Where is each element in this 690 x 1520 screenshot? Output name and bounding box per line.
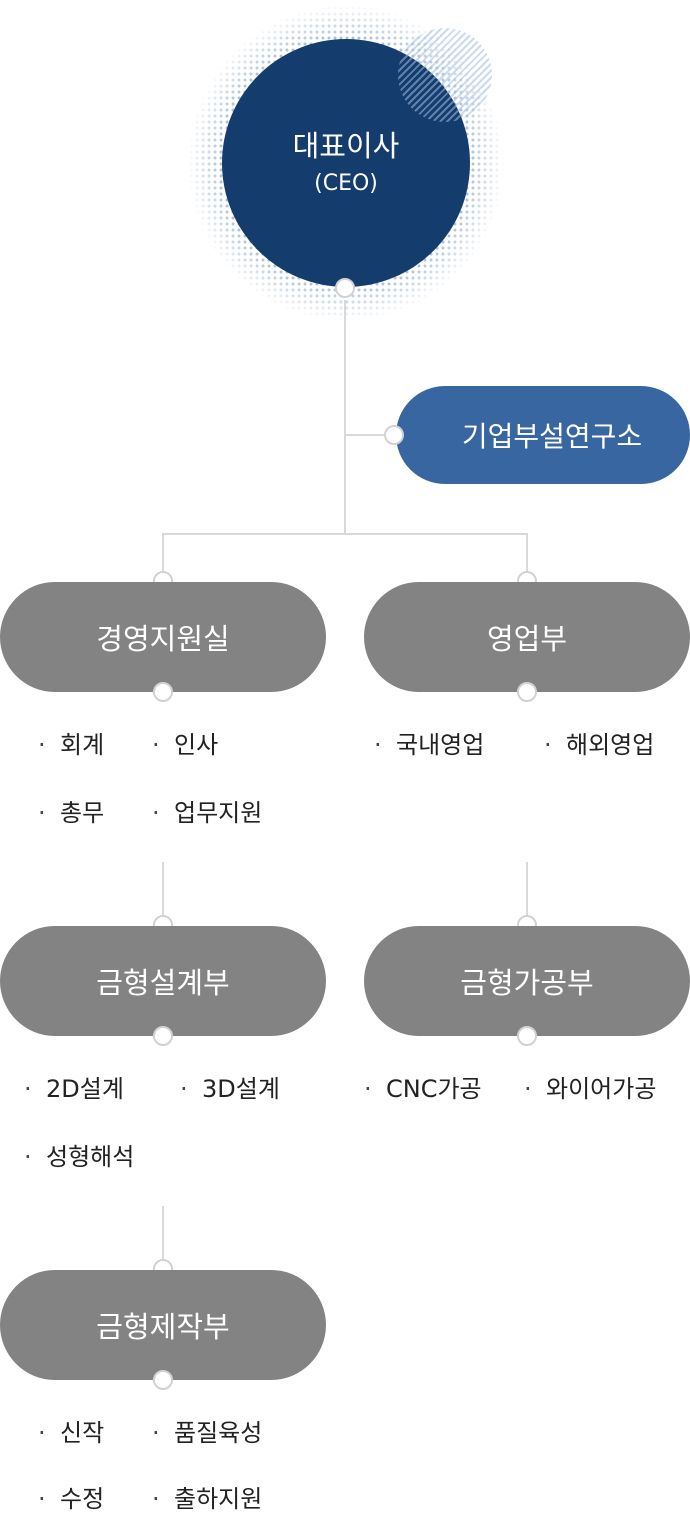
- duty-item: ·출하지원: [152, 1485, 263, 1513]
- dept-sales: 영업부: [364, 582, 690, 692]
- dept-management-support: 경영지원실: [0, 582, 326, 692]
- right-drop-line: [526, 533, 528, 573]
- lab-connector-dot: [384, 425, 404, 445]
- duty-item: ·회계: [38, 731, 105, 759]
- dept-name: 영업부: [486, 622, 568, 656]
- dept-mold-fabrication: 금형제작부: [0, 1270, 326, 1380]
- ceo-stripe-accent: [398, 28, 492, 122]
- dept-name: 금형제작부: [96, 1310, 230, 1344]
- duty-item: ·해외영업: [544, 731, 655, 759]
- dept-2-bottom-dot: [517, 682, 537, 702]
- dept-4-bottom-dot: [517, 1026, 537, 1046]
- connector-line-left-2: [162, 1206, 164, 1260]
- duty-item: ·품질육성: [152, 1419, 263, 1447]
- lab-node: 기업부설연구소: [396, 386, 690, 484]
- duty-item: ·인사: [152, 731, 219, 759]
- dept-mold-design: 금형설계부: [0, 926, 326, 1036]
- dept-name: 경영지원실: [96, 622, 230, 656]
- department-bus-line: [162, 533, 528, 535]
- ceo-title: 대표이사: [292, 129, 400, 163]
- duty-item: ·국내영업: [374, 731, 485, 759]
- ceo-trunk-line: [344, 300, 346, 534]
- connector-line-right-1: [526, 862, 528, 916]
- lab-branch-line: [346, 434, 388, 436]
- dept-3-bottom-dot: [153, 1026, 173, 1046]
- duty-item: ·업무지원: [152, 799, 263, 827]
- duty-item: ·수정: [38, 1485, 105, 1513]
- duty-item: ·성형해석: [24, 1143, 135, 1171]
- duty-item: ·신작: [38, 1419, 105, 1447]
- dept-mold-machining: 금형가공부: [364, 926, 690, 1036]
- duty-item: ·CNC가공: [364, 1075, 482, 1103]
- lab-label: 기업부설연구소: [461, 420, 643, 453]
- dept-name: 금형설계부: [96, 966, 230, 1000]
- dept-name: 금형가공부: [460, 966, 594, 1000]
- duty-item: ·2D설계: [24, 1075, 124, 1103]
- ceo-subtitle: (CEO): [314, 171, 378, 196]
- left-drop-line: [162, 533, 164, 573]
- duty-item: ·와이어가공: [524, 1075, 657, 1103]
- duty-item: ·총무: [38, 799, 105, 827]
- duty-item: ·3D설계: [180, 1075, 280, 1103]
- connector-line-left-1: [162, 862, 164, 916]
- dept-5-bottom-dot: [153, 1370, 173, 1390]
- ceo-connector-dot: [335, 278, 355, 298]
- dept-1-bottom-dot: [153, 682, 173, 702]
